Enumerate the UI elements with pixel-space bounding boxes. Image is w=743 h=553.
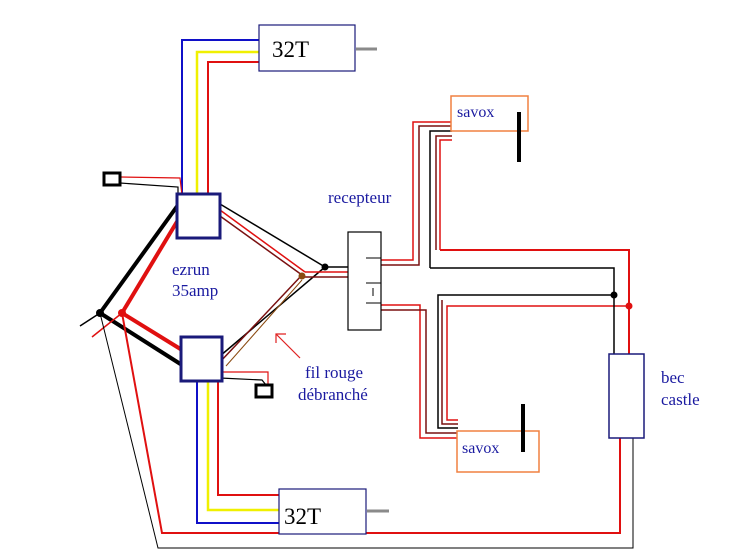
top-esc-signal-black [219, 203, 326, 268]
esc-signal-wires [219, 203, 349, 367]
bec-feed-red [121, 312, 621, 534]
esc-label-line1: ezrun [172, 260, 210, 279]
bottom-esc-signal-brown [225, 279, 303, 367]
bottom-servo-wire-black [437, 294, 614, 429]
bec-bus-junction-red [625, 302, 633, 310]
battery-lead-black-top [98, 203, 180, 315]
top-motor-wire-red [207, 61, 260, 195]
top-servo-label: savox [457, 104, 494, 121]
top-motor-label: 32T [272, 37, 309, 62]
bottom-motor-label: 32T [284, 504, 321, 529]
top-servo-wire-red [381, 121, 452, 261]
top-servo: savox [450, 95, 529, 162]
receiver-label: recepteur [328, 188, 392, 207]
top-connector-wire-red [119, 176, 183, 196]
bottom-motor-box [278, 488, 367, 535]
top-esc-signal-darkred [219, 215, 303, 276]
bottom-connector [219, 371, 274, 399]
bec-box [608, 353, 645, 439]
bottom-servo-wires [381, 294, 629, 439]
signal-junction-black [321, 263, 329, 271]
bottom-motor-wire-blue [196, 381, 280, 524]
bottom-connector-wire-red [220, 371, 269, 384]
top-servo-box [450, 95, 529, 132]
top-motor-wire-yellow [195, 50, 260, 195]
battery-leads [79, 203, 184, 367]
bottom-motor-wire-red [217, 381, 280, 496]
bottom-servo-wire-red [381, 304, 458, 439]
bec-label-line1: bec [661, 368, 685, 387]
bottom-servo-wire-darkred2 [441, 300, 458, 425]
top-motor-box [258, 24, 356, 72]
battery-lead-red-top [120, 218, 180, 315]
battery-lead-black-bottom [98, 311, 184, 367]
top-motor-wire-blue [181, 39, 260, 195]
bottom-motor-wire-yellow [206, 381, 280, 512]
top-servo-wire-darkred2 [435, 135, 452, 250]
bec-bus-red [440, 249, 630, 354]
battery-lead-red-bottom [120, 311, 184, 352]
top-servo-wire-black [429, 130, 452, 268]
top-connector [102, 171, 183, 197]
bottom-esc-signal-black [219, 266, 326, 357]
annotation-arrow-shaft [275, 333, 301, 359]
top-motor: 32T [181, 24, 377, 195]
disconnected-annotation: fil rouge débranché [275, 333, 368, 404]
annotation-label-line1: fil rouge [305, 363, 363, 382]
bottom-servo-wire-darkred [381, 309, 458, 434]
bottom-servo-box [456, 430, 540, 473]
top-esc-signal-red [219, 209, 306, 273]
bottom-esc-box [179, 335, 224, 383]
bottom-servo: savox [456, 404, 540, 473]
top-connector-wire-black [119, 182, 179, 197]
receiver-box [347, 231, 382, 331]
bottom-esc-signal-darkred [219, 274, 303, 363]
annotation-label-line2: débranché [298, 385, 368, 404]
bottom-servo-label: savox [462, 440, 499, 457]
battery-pigtail-red [91, 312, 123, 338]
bec-power-bus [430, 249, 633, 354]
top-connector-plug [102, 171, 122, 187]
bec-feed-black [99, 312, 634, 549]
bec-feed-wires [99, 312, 634, 549]
signal-junction-brown [298, 272, 306, 280]
bottom-motor: 32T [196, 381, 389, 535]
top-servo-wires [381, 121, 452, 268]
top-servo-wire-red2 [439, 139, 452, 250]
top-servo-wire-darkred [381, 125, 452, 266]
bottom-connector-plug [254, 383, 274, 399]
esc-label-line2: 35amp [172, 281, 218, 300]
bec-label-line2: castle [661, 390, 700, 409]
bec: bec castle [608, 353, 700, 439]
bottom-connector-wire-black [219, 377, 267, 386]
bec-bus-junction-black [610, 291, 618, 299]
bottom-servo-wire-red2 [446, 305, 629, 421]
annotation-arrow-head [275, 333, 286, 343]
top-esc-box [175, 192, 222, 240]
bec-bus-black [430, 267, 615, 354]
